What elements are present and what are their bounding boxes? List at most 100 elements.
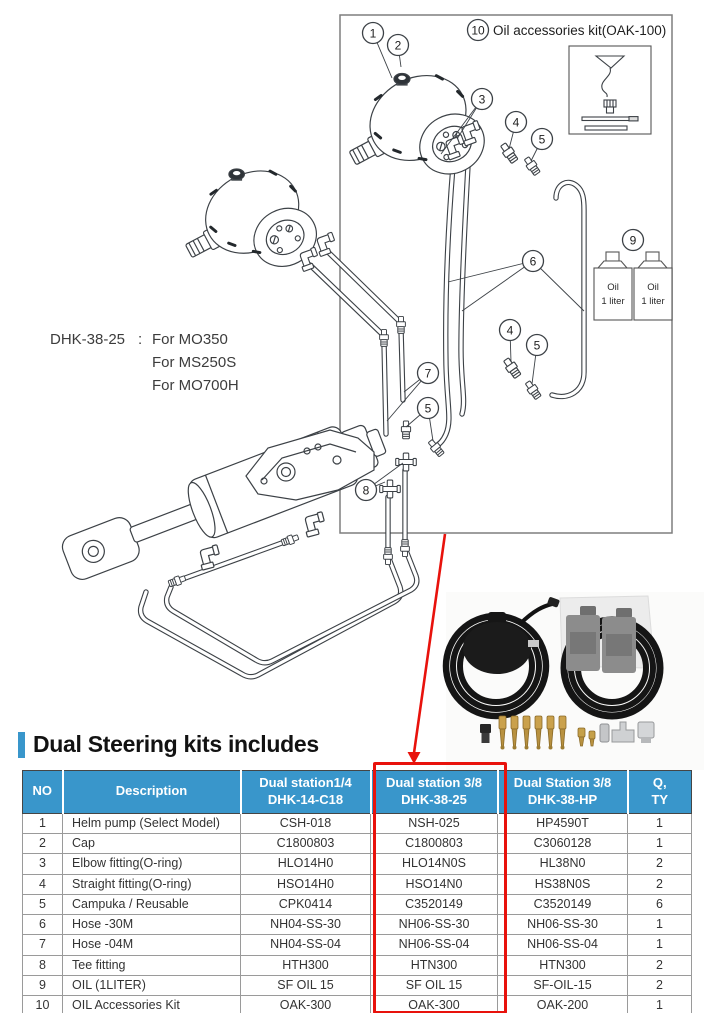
table-cell: C1800803 bbox=[240, 833, 371, 855]
callout-circle bbox=[416, 396, 440, 420]
table-cell: SF-OIL-15 bbox=[497, 974, 628, 997]
table-cell: 1 bbox=[627, 914, 692, 936]
table-cell: NH04-SS-30 bbox=[240, 914, 371, 936]
table-cell: Straight fitting(O-ring) bbox=[62, 873, 241, 895]
tube-icons bbox=[581, 116, 639, 131]
callout-leader-line bbox=[372, 32, 393, 79]
table-cell: HSO14N0 bbox=[370, 873, 498, 895]
callout-circle bbox=[361, 21, 385, 45]
callout-number: 9 bbox=[630, 234, 637, 248]
callout-circle bbox=[530, 127, 554, 151]
callout-leader-line bbox=[456, 98, 483, 140]
callout-leader-line bbox=[365, 481, 386, 491]
steel-fittings bbox=[480, 721, 655, 743]
table-cell: Helm pump (Select Model) bbox=[62, 812, 241, 835]
hoses bbox=[137, 145, 587, 680]
table-cell: NH06-SS-04 bbox=[497, 934, 628, 956]
table-cell: NSH-025 bbox=[370, 812, 498, 835]
table-cell: Tee fitting bbox=[62, 954, 241, 976]
table-cell: 4 bbox=[22, 873, 63, 895]
model-note-separator: : bbox=[138, 331, 143, 348]
callout-circle bbox=[525, 333, 549, 357]
table-cell: SF OIL 15 bbox=[370, 974, 498, 997]
callout-leader-line bbox=[365, 462, 404, 491]
callout-leader-line bbox=[427, 407, 434, 442]
table-cell: HLO14N0S bbox=[370, 853, 498, 875]
table-cell: 2 bbox=[627, 954, 692, 976]
bottle-label: 1 liter bbox=[601, 296, 624, 307]
callout-circle bbox=[470, 87, 494, 111]
callout-circle bbox=[521, 249, 545, 273]
table-cell: Hose -30M bbox=[62, 914, 241, 936]
table-cell: NH06-SS-04 bbox=[370, 934, 498, 956]
table-cell: OIL Accessories Kit bbox=[62, 995, 241, 1013]
callout-leader-line bbox=[531, 344, 538, 385]
table-cell: HS38N0S bbox=[497, 873, 628, 895]
table-cell: 6 bbox=[627, 893, 692, 916]
callout-number: 2 bbox=[395, 39, 402, 53]
table-cell: HL38N0 bbox=[497, 853, 628, 875]
hose-coil-right bbox=[560, 616, 664, 720]
table-cell: CPK0414 bbox=[240, 893, 371, 916]
helm-pump-photo bbox=[463, 597, 560, 674]
table-cell: C1800803 bbox=[370, 833, 498, 855]
callout-leader-line bbox=[508, 121, 517, 150]
hose-coil-left bbox=[442, 612, 550, 720]
table-cell: HP4590T bbox=[497, 812, 628, 835]
oil-bottles: Oil 1 liter Oil 1 liter bbox=[593, 251, 673, 321]
section-heading: Dual Steering kits includes bbox=[18, 731, 319, 758]
table-cell: NH06-SS-30 bbox=[370, 914, 498, 936]
table-cell: OAK-300 bbox=[370, 995, 498, 1013]
red-arrow bbox=[407, 533, 447, 764]
table-cell: C3520149 bbox=[497, 893, 628, 916]
helm-pump-left bbox=[183, 154, 328, 278]
table-cell: C3060128 bbox=[497, 833, 628, 855]
table-cell: 8 bbox=[22, 954, 63, 976]
callout-leader-line bbox=[447, 260, 534, 283]
model-note-line: For MO350 bbox=[152, 331, 228, 348]
bottle-label: 1 liter bbox=[641, 296, 664, 307]
steering-cylinder bbox=[61, 424, 387, 580]
plastic-bag bbox=[559, 595, 653, 669]
table-cell: NH04-SS-04 bbox=[240, 934, 371, 956]
bottle-label: Oil bbox=[607, 282, 619, 293]
oil-accessories-kit-box bbox=[568, 45, 652, 135]
table-cell: 2 bbox=[627, 974, 692, 997]
table-cell: HTH300 bbox=[240, 954, 371, 976]
callout-number: 8 bbox=[363, 484, 370, 498]
table-cell: 1 bbox=[627, 995, 692, 1013]
table-cell: C3520149 bbox=[370, 893, 498, 916]
callout-leader-line bbox=[405, 407, 429, 428]
table-cell: OAK-200 bbox=[497, 995, 628, 1013]
col-header-qty: Q,TY bbox=[627, 770, 692, 814]
table-cell: 2 bbox=[627, 853, 692, 875]
product-photo bbox=[442, 592, 704, 770]
callout-number: 7 bbox=[425, 367, 432, 381]
diagram-frame bbox=[339, 14, 673, 534]
table-cell: HLO14H0 bbox=[240, 853, 371, 875]
callout-leader-line bbox=[461, 260, 534, 312]
callout-leader-line bbox=[509, 329, 512, 363]
col-header-description: Description bbox=[62, 770, 242, 814]
table-cell: 10 bbox=[22, 995, 63, 1013]
callout-number: 10 bbox=[471, 24, 485, 38]
callout-leader-line bbox=[532, 260, 585, 312]
table-cell: Cap bbox=[62, 833, 241, 855]
page-title: Dual Steering kits includes bbox=[33, 731, 319, 757]
table-cell: 1 bbox=[627, 934, 692, 956]
plug-fitting-icon bbox=[603, 99, 617, 114]
oil-bottles-photo bbox=[566, 606, 636, 673]
table-cell: 7 bbox=[22, 934, 63, 956]
